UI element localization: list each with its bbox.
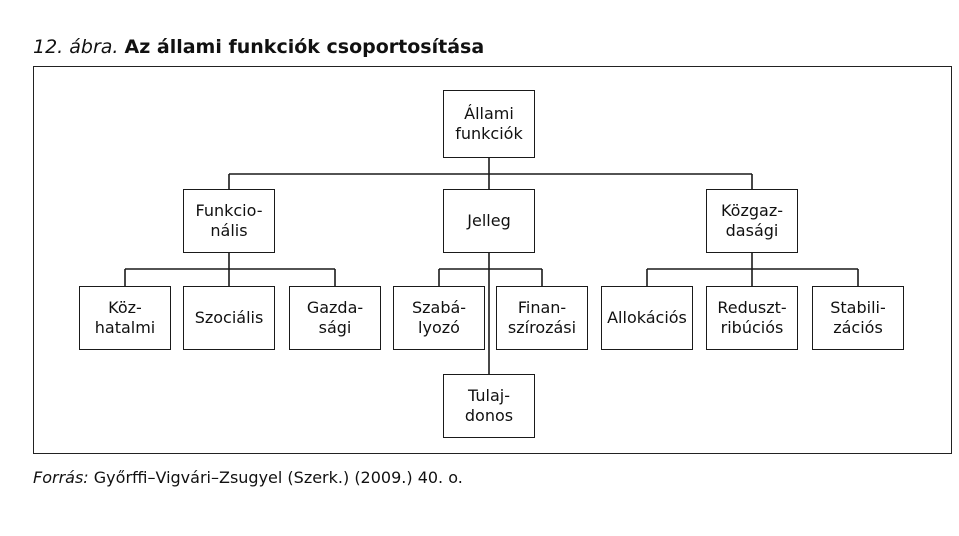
node-szocialis: Szociális (183, 286, 275, 350)
node-gazdasagi: Gazda- sági (289, 286, 381, 350)
figure-title: Az állami funkciók csoportosítása (124, 36, 485, 58)
node-jelleg: Jelleg (443, 189, 535, 253)
node-stabilizacios: Stabili- zációs (812, 286, 904, 350)
diagram-frame (33, 66, 952, 454)
node-redisztribucios: Reduszt- ribúciós (706, 286, 798, 350)
node-kozgazdasagi: Közgaz- dasági (706, 189, 798, 253)
node-szabalyozo: Szabá- lyozó (393, 286, 485, 350)
source-note: Forrás: Győrffi–Vigvári–Zsugyel (Szerk.)… (33, 468, 463, 488)
node-allokacios: Allokációs (601, 286, 693, 350)
source-text: Győrffi–Vigvári–Zsugyel (Szerk.) (2009.)… (93, 468, 463, 487)
figure-caption: 12. ábra. Az állami funkciók csoportosít… (33, 36, 484, 58)
node-funkcionalis: Funkcio- nális (183, 189, 275, 253)
source-label: Forrás: (33, 468, 89, 487)
node-tulajdonos: Tulaj- donos (443, 374, 535, 438)
node-finanszirozasi: Finan- szírozási (496, 286, 588, 350)
figure-number: 12. ábra. (33, 36, 119, 58)
node-kozhatalmi: Köz- hatalmi (79, 286, 171, 350)
node-allami-funkciok: Állami funkciók (443, 90, 535, 158)
